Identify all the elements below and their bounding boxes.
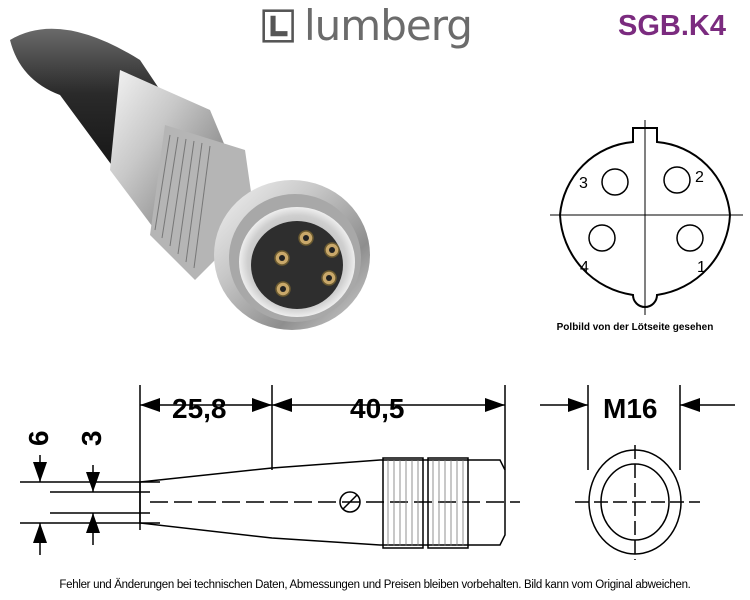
pin-4-label: 4 (580, 259, 589, 276)
brand-name: lumberg (304, 1, 473, 50)
pin-1-contact (676, 224, 704, 252)
dimension-drawing: 25,8 40,5 M16 6 3 (20, 385, 735, 560)
pinout-diagram: 3 2 4 1 (545, 110, 745, 320)
pin-3-contact (601, 168, 629, 196)
dim-body-length: 40,5 (350, 393, 405, 424)
pin-4-contact (588, 224, 616, 252)
dim-thread: M16 (603, 393, 657, 424)
lumberg-logo-mark (262, 9, 294, 43)
pinout-caption: Polbild von der Lötseite gesehen (556, 322, 714, 333)
dim-cable-section: 25,8 (172, 393, 227, 424)
dim-inner-diameter: 3 (76, 430, 107, 446)
model-code: SGB.K4 (618, 10, 726, 42)
pin-3-label: 3 (579, 175, 588, 192)
pin-2-label: 2 (695, 169, 704, 186)
pin-1-label: 1 (697, 259, 706, 276)
connector-photo (10, 28, 370, 330)
disclaimer-footer: Fehler und Änderungen bei technischen Da… (59, 579, 691, 591)
dim-outer-diameter: 6 (23, 430, 54, 446)
pin-2-contact (663, 166, 691, 194)
